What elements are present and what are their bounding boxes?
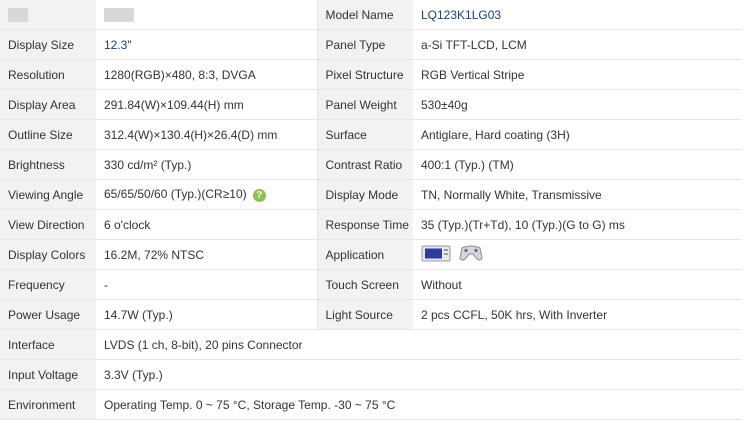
game-controller-icon[interactable]: [458, 242, 484, 267]
row-label: Application: [317, 239, 413, 270]
table-row: Display Colors 16.2M, 72% NTSC Applicati…: [0, 239, 741, 270]
table-row: Model Name LQ123K1LG03: [0, 0, 741, 30]
table-row: Environment Operating Temp. 0 ~ 75 °C, S…: [0, 389, 741, 420]
row-value: 6 o'clock: [96, 209, 318, 240]
row-value: 291.84(W)×109.44(H) mm: [96, 89, 318, 120]
row-label: Response Time: [317, 209, 413, 240]
row-label: Contrast Ratio: [317, 149, 413, 180]
row-label: Display Size: [0, 29, 96, 60]
row-label: Pixel Structure: [317, 59, 413, 90]
table-row: Power Usage 14.7W (Typ.) Light Source 2 …: [0, 299, 741, 330]
table-row: Input Voltage 3.3V (Typ.): [0, 359, 741, 390]
row-label: Surface: [317, 119, 413, 150]
row-value: 330 cd/m² (Typ.): [96, 149, 318, 180]
industrial-monitor-icon[interactable]: [421, 243, 451, 266]
row-value: 530±40g: [413, 89, 741, 120]
row-value: 35 (Typ.)(Tr+Td), 10 (Typ.)(G to G) ms: [413, 209, 741, 240]
row-label: Resolution: [0, 59, 96, 90]
row-label: Display Area: [0, 89, 96, 120]
table-row: Resolution 1280(RGB)×480, 8:3, DVGA Pixe…: [0, 59, 741, 90]
table-row: Interface LVDS (1 ch, 8-bit), 20 pins Co…: [0, 329, 741, 360]
application-icons: [413, 239, 741, 270]
model-name-value: LQ123K1LG03: [413, 0, 741, 30]
table-row: Frequency - Touch Screen Without: [0, 269, 741, 300]
table-row: Display Size 12.3" Panel Type a-Si TFT-L…: [0, 29, 741, 60]
viewing-angle-cell: 65/65/50/60 (Typ.)(CR≥10)?: [96, 179, 318, 210]
table-row: View Direction 6 o'clock Response Time 3…: [0, 209, 741, 240]
row-label: Frequency: [0, 269, 96, 300]
row-label: Panel Type: [317, 29, 413, 60]
row-label: Input Voltage: [0, 359, 96, 390]
row-value: 400:1 (Typ.) (TM): [413, 149, 741, 180]
row-label: Viewing Angle: [0, 179, 96, 210]
row-value: 312.4(W)×130.4(H)×26.4(D) mm: [96, 119, 318, 150]
model-name-label: Model Name: [317, 0, 413, 30]
row-label: Light Source: [317, 299, 413, 330]
row-label: Display Colors: [0, 239, 96, 270]
row-value: 1280(RGB)×480, 8:3, DVGA: [96, 59, 318, 90]
row-value: 65/65/50/60 (Typ.)(CR≥10): [104, 187, 247, 202]
table-row: Display Area 291.84(W)×109.44(H) mm Pane…: [0, 89, 741, 120]
row-label: Touch Screen: [317, 269, 413, 300]
redacted-value: [96, 0, 318, 30]
row-label: Display Mode: [317, 179, 413, 210]
row-value: Without: [413, 269, 741, 300]
row-value: TN, Normally White, Transmissive: [413, 179, 741, 210]
row-value: 12.3": [96, 29, 318, 60]
row-value: 14.7W (Typ.): [96, 299, 318, 330]
row-value: 2 pcs CCFL, 50K hrs, With Inverter: [413, 299, 741, 330]
row-value: Operating Temp. 0 ~ 75 °C, Storage Temp.…: [96, 389, 741, 420]
row-value: Antiglare, Hard coating (3H): [413, 119, 741, 150]
question-icon[interactable]: ?: [252, 188, 266, 202]
row-label: Outline Size: [0, 119, 96, 150]
row-value: LVDS (1 ch, 8-bit), 20 pins Connector: [96, 329, 741, 360]
row-label: Power Usage: [0, 299, 96, 330]
row-value: RGB Vertical Stripe: [413, 59, 741, 90]
table-row: Brightness 330 cd/m² (Typ.) Contrast Rat…: [0, 149, 741, 180]
row-label: View Direction: [0, 209, 96, 240]
row-label: Panel Weight: [317, 89, 413, 120]
redacted-label: [0, 0, 96, 30]
table-row: Viewing Angle 65/65/50/60 (Typ.)(CR≥10)?…: [0, 179, 741, 210]
row-label: Interface: [0, 329, 96, 360]
table-row: Outline Size 312.4(W)×130.4(H)×26.4(D) m…: [0, 119, 741, 150]
row-value: a-Si TFT-LCD, LCM: [413, 29, 741, 60]
row-value: -: [96, 269, 318, 300]
row-label: Brightness: [0, 149, 96, 180]
row-label: Environment: [0, 389, 96, 420]
row-value: 3.3V (Typ.): [96, 359, 741, 390]
row-value: 16.2M, 72% NTSC: [96, 239, 318, 270]
